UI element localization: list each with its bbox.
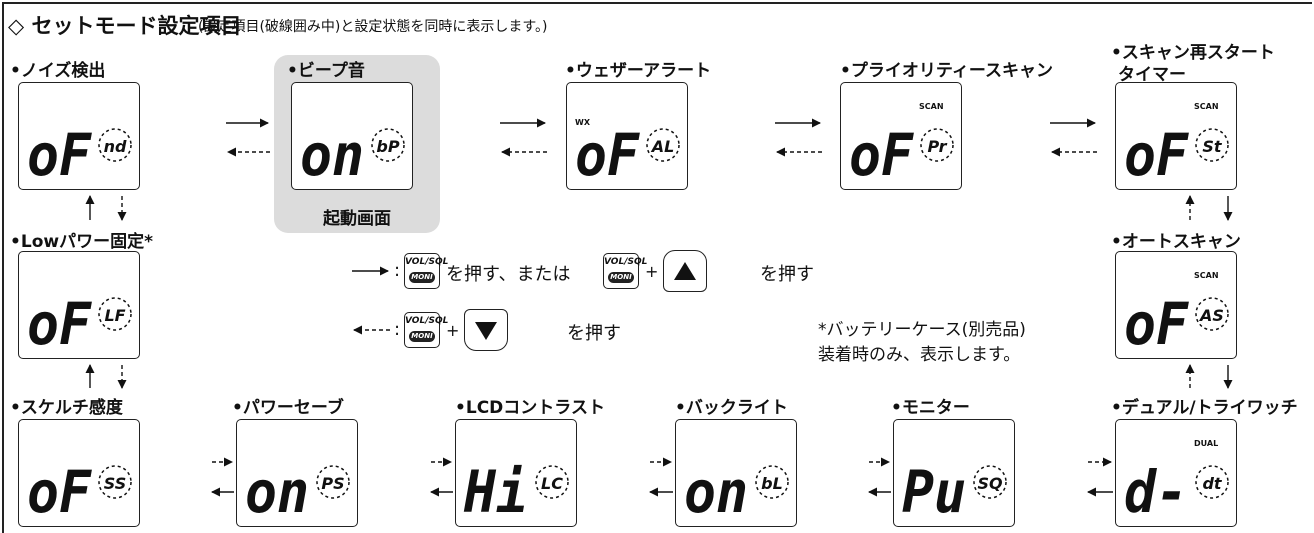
label-scan-restart: •スキャン再スタート [1111, 43, 1275, 63]
dashed-code-circle [98, 297, 132, 331]
lcd-indicator: SCAN [1194, 102, 1219, 111]
lcd-code: Pr [927, 137, 947, 156]
battery-case-note: *バッテリーケース(別売品) 装着時のみ、表示します。 [818, 318, 1026, 368]
dashed-code-circle [1195, 128, 1229, 162]
label-auto-scan: •オートスキャン [1111, 232, 1241, 252]
label-priority-scan: •プライオリティースキャン [840, 61, 1053, 81]
lcd-low-power: oF LF [18, 251, 140, 359]
lcd-value: on [245, 458, 309, 526]
lcd-code: SQ [977, 474, 1003, 493]
lcd-indicator: SCAN [919, 102, 944, 111]
label-squelch: •スケルチ感度 [10, 398, 123, 418]
lcd-value: oF [1124, 290, 1189, 358]
lcd-code: LF [104, 306, 125, 325]
label-noise-detect: •ノイズ検出 [10, 61, 106, 81]
lcd-indicator: SCAN [1194, 271, 1219, 280]
lcd-squelch: oF SS [18, 419, 140, 527]
lcd-code: AL [650, 137, 675, 156]
note-line-2: 装着時のみ、表示します。 [818, 345, 1021, 365]
dashed-code-circle [98, 128, 132, 162]
lcd-monitor: Pu SQ [893, 419, 1015, 527]
label-weather-alert: •ウェザーアラート [565, 61, 712, 81]
label-power-save: •パワーセーブ [232, 398, 344, 418]
lcd-value: Pu [902, 458, 966, 526]
lcd-value: oF [27, 458, 92, 526]
lcd-dual-watch: d-dt DUAL [1115, 419, 1237, 527]
label-backlight: •バックライト [675, 398, 788, 418]
lcd-value: Hi [463, 458, 528, 526]
lcd-auto-scan: oF AS SCAN [1115, 251, 1237, 359]
lcd-code: SS [104, 474, 126, 493]
lcd-indicator: WX [575, 118, 591, 127]
dashed-code-circle [1195, 465, 1229, 499]
lcd-code: LC [541, 474, 563, 493]
legend-colon: : [394, 260, 401, 281]
note-line-1: *バッテリーケース(別売品) [818, 320, 1026, 340]
lcd-code: bL [761, 474, 783, 493]
lcd-value: on [300, 121, 364, 189]
vol-sql-moni-key-icon: VOL/SQL MONI [404, 253, 448, 289]
legend-backward-text: を押す [567, 323, 621, 344]
page-title: ◇ セットモード設定項目 [8, 14, 242, 38]
up-button-icon [663, 250, 707, 292]
dashed-code-circle [646, 128, 680, 162]
lcd-value: oF [849, 121, 914, 189]
lcd-code: AS [1198, 306, 1224, 325]
lcd-value: d- [1124, 458, 1188, 526]
legend-forward-text1: を押す、または [446, 264, 571, 285]
label-monitor: •モニター [891, 398, 970, 418]
lcd-scan-restart: oF St SCAN [1115, 82, 1237, 190]
lcd-noise-detect: oF nd [18, 82, 140, 190]
lcd-code: St [1202, 137, 1223, 156]
lcd-value: oF [27, 290, 92, 358]
lcd-priority-scan: oF Pr SCAN [840, 82, 962, 190]
lcd-code: nd [104, 137, 127, 156]
lcd-code: PS [321, 474, 344, 493]
plus-sign: + [645, 262, 659, 281]
dashed-code-circle [535, 465, 569, 499]
lcd-power-save: on PS [236, 419, 358, 527]
down-button-icon [464, 309, 508, 351]
lcd-lcd-contrast: Hi LC [455, 419, 577, 527]
lcd-weather-alert: oF AL WX [566, 82, 688, 190]
legend-colon: : [394, 319, 401, 340]
dashed-code-circle [316, 465, 350, 499]
dashed-code-circle [98, 465, 132, 499]
lcd-value: on [684, 458, 748, 526]
dashed-code-circle [371, 128, 405, 162]
startup-label: 起動画面 [323, 209, 391, 229]
vol-sql-moni-key-icon: VOL/SQL MONI [603, 253, 647, 289]
label-beep: •ビープ音 [287, 61, 365, 81]
lcd-indicator: DUAL [1194, 439, 1218, 448]
plus-sign: + [446, 321, 460, 340]
label-lcd-contrast: •LCDコントラスト [455, 398, 605, 418]
lcd-value: oF [575, 121, 640, 189]
label-dual-watch: •デュアル/トライワッチ [1111, 398, 1298, 418]
label-scan-restart-2: タイマー [1118, 65, 1186, 85]
lcd-value: oF [1124, 121, 1189, 189]
lcd-value: oF [27, 121, 92, 189]
dashed-code-circle [1195, 297, 1229, 331]
legend-forward-text2: を押す [760, 264, 814, 285]
label-low-power: •Lowパワー固定* [10, 232, 153, 252]
vol-sql-moni-key-icon: VOL/SQL MONI [404, 312, 448, 348]
dashed-code-circle [973, 465, 1007, 499]
lcd-code: dt [1202, 474, 1222, 493]
lcd-code: bP [376, 137, 399, 156]
dashed-code-circle [920, 128, 954, 162]
title-note: (設定項目(破線囲み中)と設定状態を同時に表示します。) [198, 19, 548, 35]
dashed-code-circle [755, 465, 789, 499]
